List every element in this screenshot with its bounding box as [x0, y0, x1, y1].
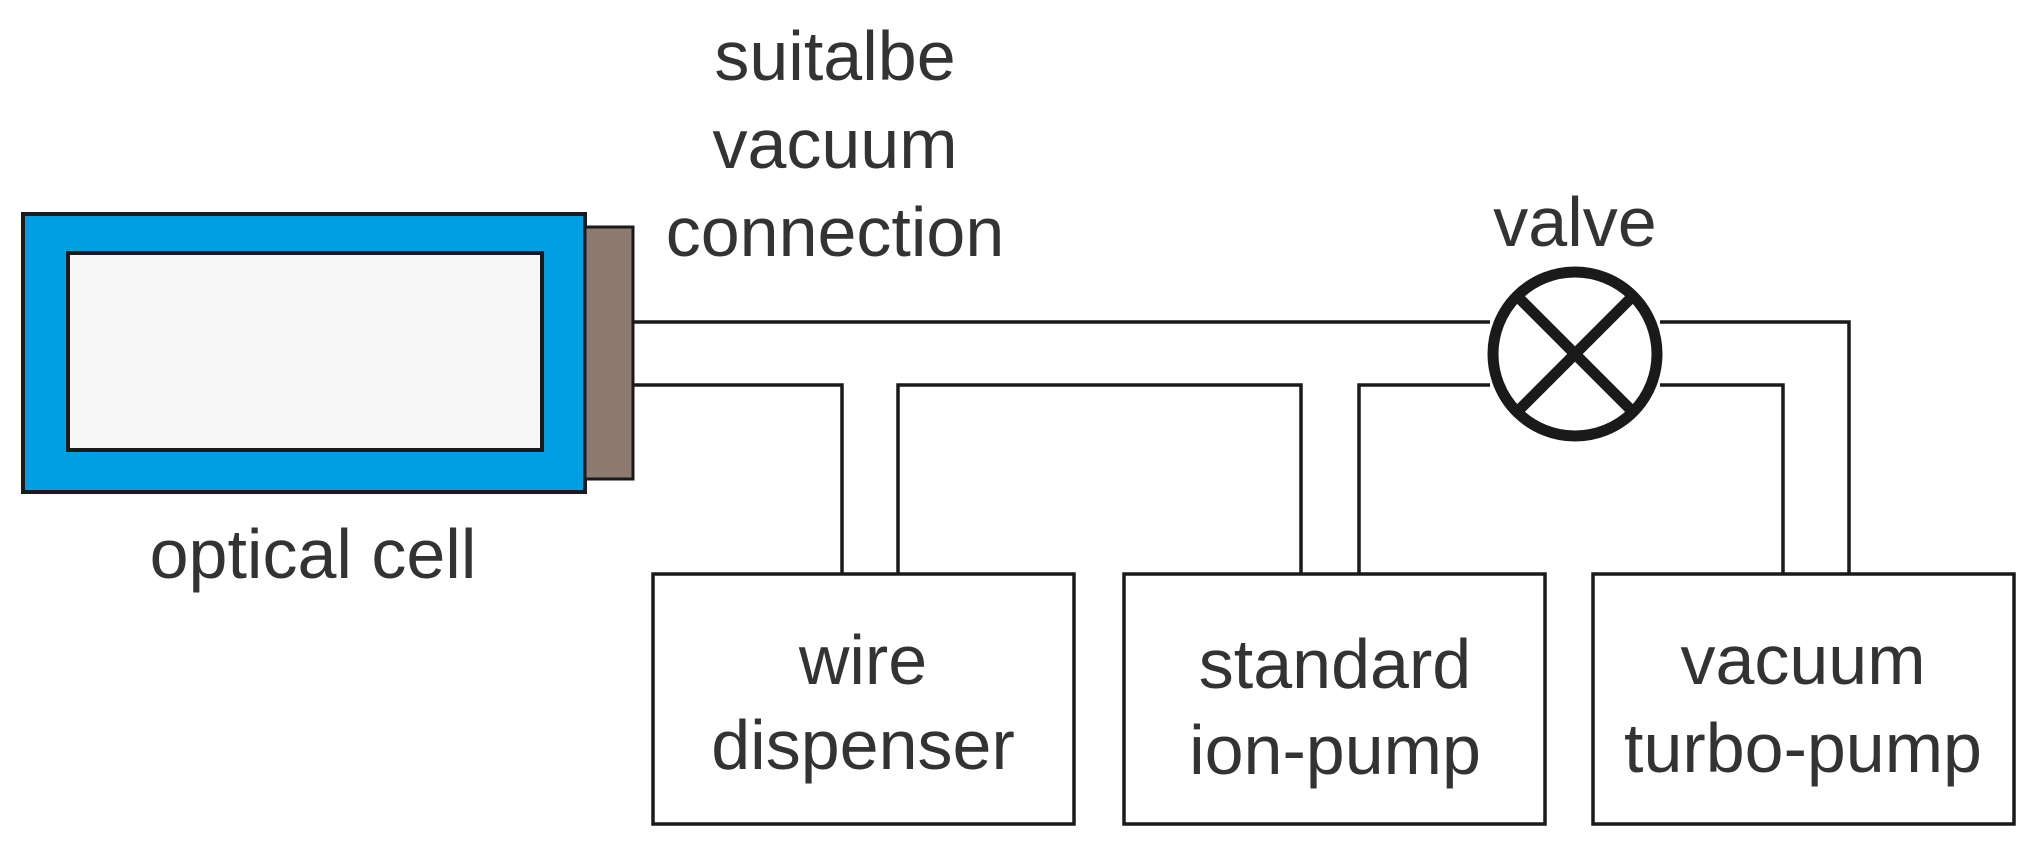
- connection-label-line-2: vacuum: [712, 105, 957, 183]
- optical-cell-window: [66, 251, 544, 452]
- wire-dispenser-label-line-1: wire: [798, 621, 927, 699]
- valve-to-turbo-inner-line: [1660, 383, 1785, 574]
- optical-cell-label: optical cell: [150, 515, 477, 593]
- vacuum-connection-flange: [583, 225, 635, 481]
- valve-to-turbo-outer-line: [1660, 320, 1851, 574]
- ionpump-to-valve-line: [1357, 383, 1490, 574]
- wire-dispenser-box: [651, 572, 1076, 826]
- cell-to-dispenser-line: [633, 383, 844, 574]
- ion-pump-box: [1122, 572, 1547, 826]
- ion-pump-label-line-1: standard: [1199, 625, 1471, 703]
- vacuum-tubing: [633, 320, 1851, 574]
- turbo-pump-label-line-1: vacuum: [1680, 621, 1925, 699]
- connection-label-line-3: connection: [666, 193, 1005, 271]
- turbo-pump-box: [1591, 572, 2016, 826]
- valve-symbol-icon: [1487, 266, 1663, 442]
- dispenser-to-ionpump-line: [896, 383, 1303, 574]
- connection-label-line-1: suitalbe: [714, 17, 955, 95]
- ion-pump-label-line-2: ion-pump: [1189, 711, 1481, 789]
- optical-cell: [21, 212, 587, 494]
- wire-dispenser-label-line-2: dispenser: [711, 706, 1015, 784]
- valve-label: valve: [1493, 183, 1656, 261]
- turbo-pump-label-line-2: turbo-pump: [1624, 709, 1982, 787]
